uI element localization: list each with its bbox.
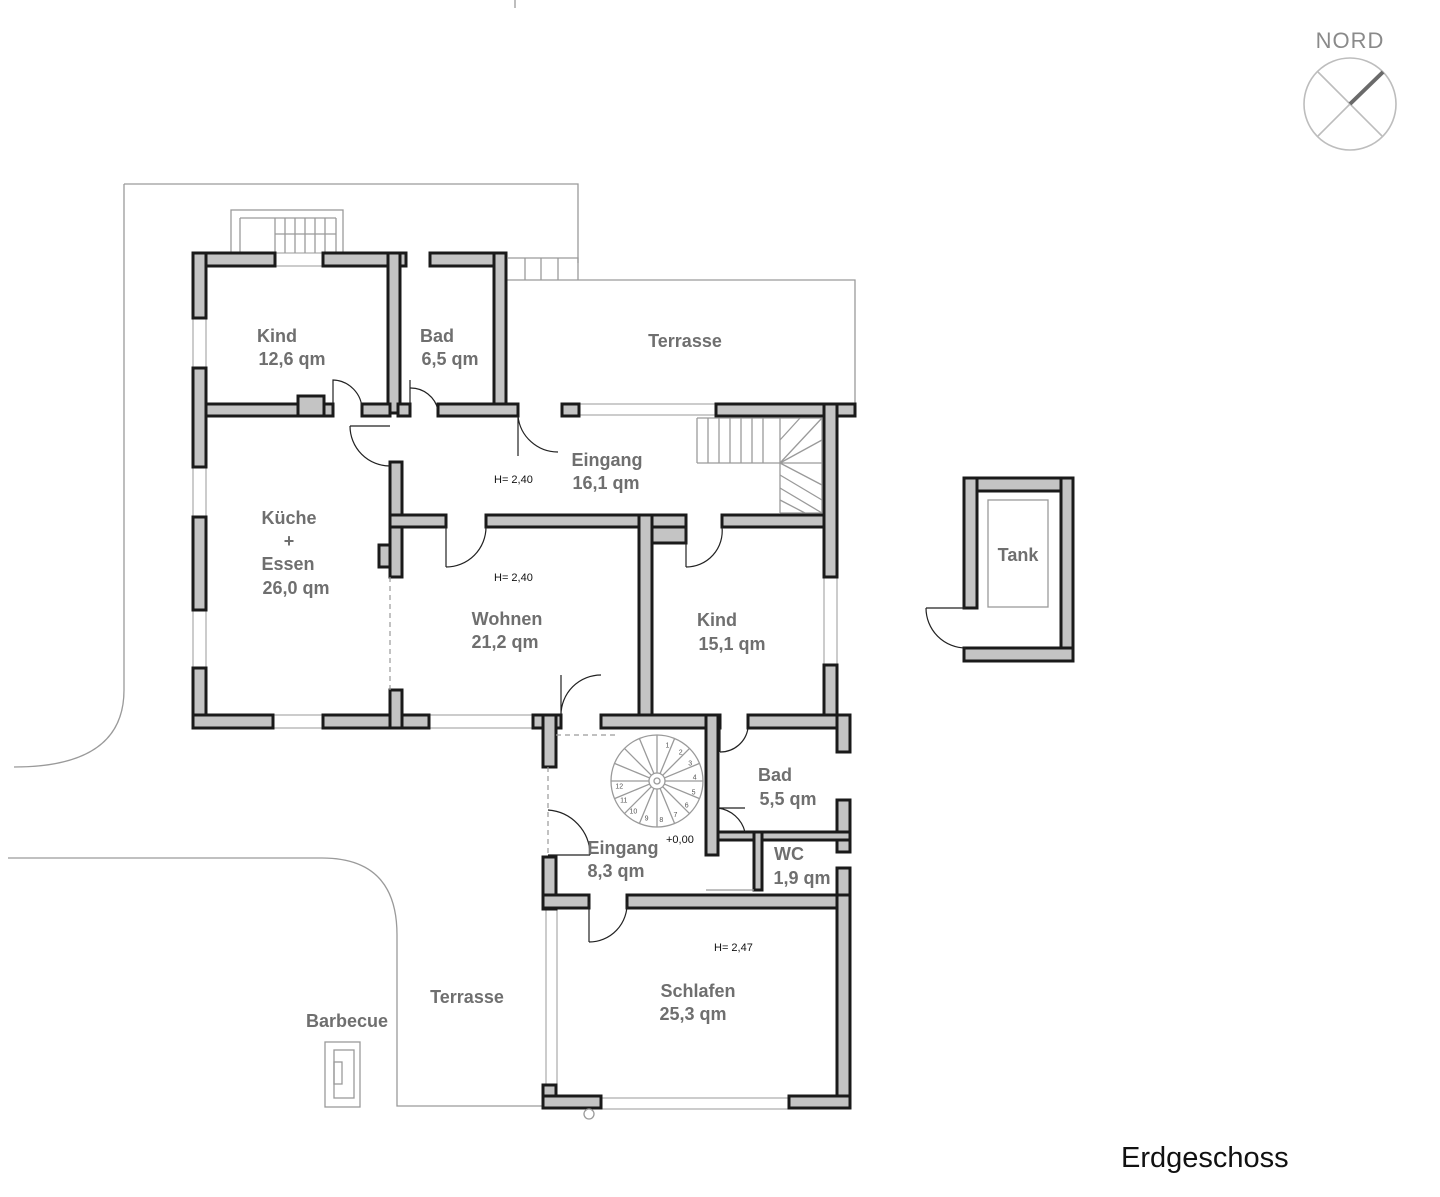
room-eingang-lower-name: Eingang bbox=[588, 838, 659, 858]
spiral-step-number: 5 bbox=[692, 789, 696, 796]
room-labels: Kind 12,6 qm Bad 6,5 qm Terrasse Eingang… bbox=[257, 326, 1039, 1031]
spiral-step-line bbox=[664, 783, 700, 800]
spiral-step-number: 2 bbox=[679, 749, 683, 756]
height-annotations: H= 2,40 H= 2,40 H= 2,47 +0,00 bbox=[494, 474, 753, 954]
room-eingang-upper-name: Eingang bbox=[572, 450, 643, 470]
room-terrasse-s-name: Terrasse bbox=[430, 987, 504, 1007]
room-kueche-line2: + bbox=[284, 531, 295, 551]
barbecue-grill bbox=[324, 1041, 361, 1108]
spiral-step-number: 1 bbox=[666, 742, 670, 749]
spiral-step-number: 9 bbox=[645, 816, 649, 823]
room-schlafen-area: 25,3 qm bbox=[659, 1004, 726, 1024]
indoor-stair bbox=[696, 417, 823, 514]
spiral-step-line bbox=[638, 738, 655, 774]
room-kind-nw-area: 12,6 qm bbox=[258, 349, 325, 369]
room-kueche-line1: Küche bbox=[261, 508, 316, 528]
windows bbox=[192, 252, 838, 1110]
spiral-step-number: 4 bbox=[693, 775, 697, 782]
level-marker: +0,00 bbox=[666, 834, 694, 846]
room-kueche-area: 26,0 qm bbox=[262, 578, 329, 598]
spiral-step-line bbox=[614, 762, 650, 779]
spiral-step-line bbox=[614, 783, 650, 800]
room-eingang-lower-area: 8,3 qm bbox=[587, 861, 644, 881]
spiral-step-number: 7 bbox=[673, 812, 677, 819]
height-wohnen: H= 2,40 bbox=[494, 572, 533, 584]
spiral-step-number: 10 bbox=[629, 809, 637, 816]
north-outdoor-stair bbox=[230, 209, 344, 256]
floor-title: Erdgeschoss bbox=[1121, 1142, 1289, 1174]
room-schlafen-name: Schlafen bbox=[660, 981, 735, 1001]
dashed-openings bbox=[389, 577, 615, 857]
spiral-step-line bbox=[662, 786, 690, 814]
spiral-step-line bbox=[638, 788, 655, 824]
room-wohnen-name: Wohnen bbox=[472, 609, 543, 629]
room-wc-area: 1,9 qm bbox=[773, 868, 830, 888]
room-bad-n-area: 6,5 qm bbox=[421, 349, 478, 369]
room-bad-s-area: 5,5 qm bbox=[759, 789, 816, 809]
walls bbox=[191, 251, 1075, 1110]
tank-vessel bbox=[987, 499, 1049, 608]
spiral-step-line bbox=[624, 786, 652, 814]
room-wohnen-area: 21,2 qm bbox=[471, 632, 538, 652]
room-wc-name: WC bbox=[774, 844, 804, 864]
spiral-step-number: 3 bbox=[688, 761, 692, 768]
spiral-step-line bbox=[659, 738, 676, 774]
barbecue-label: Barbecue bbox=[306, 1011, 388, 1031]
room-kind-nw-name: Kind bbox=[257, 326, 297, 346]
spiral-step-number: 8 bbox=[659, 817, 663, 824]
room-terrasse-n-name: Terrasse bbox=[648, 331, 722, 351]
height-schlafen: H= 2,47 bbox=[714, 942, 753, 954]
compass-label: NORD bbox=[1316, 28, 1385, 53]
outdoor-fixture bbox=[583, 1108, 595, 1120]
spiral-step-line bbox=[624, 748, 652, 776]
room-kueche-line3: Essen bbox=[261, 554, 314, 574]
room-kind-e-area: 15,1 qm bbox=[698, 634, 765, 654]
spiral-step-line bbox=[659, 788, 676, 824]
north-compass: NORD bbox=[1303, 28, 1397, 151]
spiral-step-line bbox=[662, 748, 690, 776]
spiral-step-number: 6 bbox=[685, 803, 689, 810]
site-outlines bbox=[8, 0, 856, 1107]
room-eingang-upper-area: 16,1 qm bbox=[572, 473, 639, 493]
room-tank-name: Tank bbox=[998, 545, 1040, 565]
room-kind-e-name: Kind bbox=[697, 610, 737, 630]
door-swings bbox=[332, 379, 967, 943]
room-bad-s-name: Bad bbox=[758, 765, 792, 785]
spiral-step-line bbox=[664, 762, 700, 779]
room-bad-n-name: Bad bbox=[420, 326, 454, 346]
spiral-step-number: 11 bbox=[620, 797, 627, 804]
spiral-step-number: 12 bbox=[615, 783, 623, 790]
height-eingang: H= 2,40 bbox=[494, 474, 533, 486]
